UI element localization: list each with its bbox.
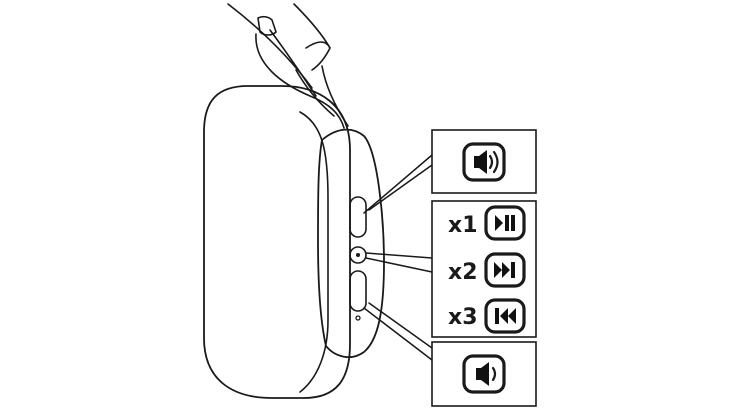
status-led: [355, 315, 361, 321]
volume-down-icon: [462, 354, 506, 394]
volume-up-icon: [462, 142, 506, 182]
press-row-2: x2: [448, 252, 526, 288]
volume-up-button[interactable]: [349, 196, 367, 238]
multifunction-button[interactable]: [349, 246, 367, 264]
press-count-3: x3: [448, 305, 478, 330]
press-row-3: x3: [448, 298, 526, 334]
previous-track-icon: [484, 298, 526, 334]
next-track-icon: [484, 252, 526, 288]
leader-lines: [363, 154, 433, 361]
volume-down-button[interactable]: [349, 270, 367, 312]
ear-cushion: [203, 85, 351, 399]
play-pause-icon: [484, 205, 526, 241]
press-count-2: x2: [448, 260, 478, 285]
press-count-1: x1: [448, 213, 478, 238]
press-row-1: x1: [448, 205, 526, 241]
headband: [227, 3, 349, 129]
ear-cup: [317, 128, 385, 359]
multifunction-button-dot: [356, 253, 360, 257]
ear-cup-edge: [299, 111, 329, 393]
cup-buttons: [349, 196, 367, 321]
